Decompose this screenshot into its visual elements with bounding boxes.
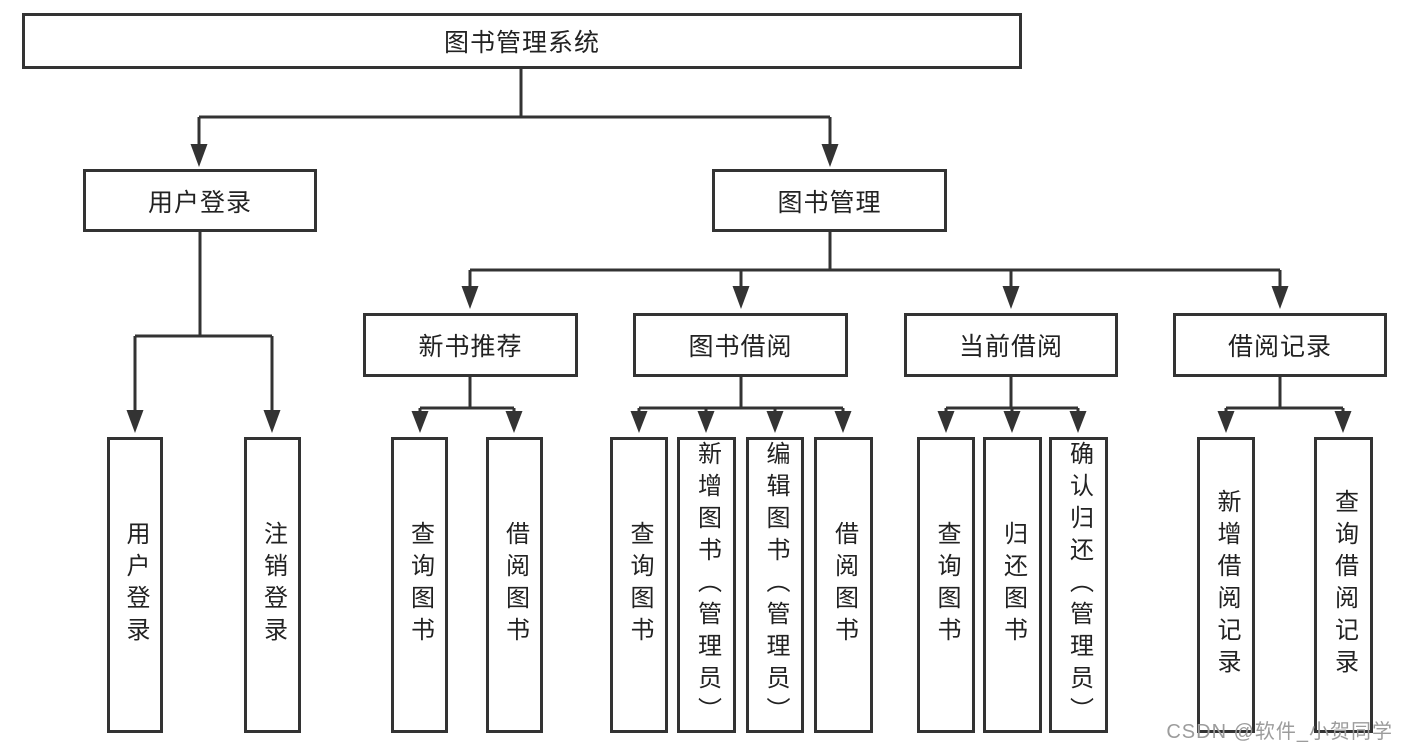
leaf-return-books-label: 归还图书 bbox=[999, 521, 1027, 649]
leaf-query-books-borrowing-label: 查询图书 bbox=[626, 521, 653, 649]
connector-borrow-records bbox=[1224, 377, 1345, 411]
leaf-edit-books-admin-label: 编辑图书（管理员） bbox=[762, 441, 789, 729]
arrowheads bbox=[126, 144, 1352, 433]
node-user-login-label: 用户登录 bbox=[147, 188, 252, 217]
leaf-confirm-return-admin: 确认归还（管理员） bbox=[1049, 437, 1108, 733]
node-user-login: 用户登录 bbox=[83, 169, 317, 232]
leaf-add-borrow-record-label: 新增借阅记录 bbox=[1213, 489, 1240, 681]
leaf-edit-books-admin: 编辑图书（管理员） bbox=[746, 437, 804, 733]
leaf-add-books-admin-label: 新增图书（管理员） bbox=[693, 441, 721, 729]
node-book-borrowing: 图书借阅 bbox=[633, 313, 848, 377]
node-new-book-recommend-label: 新书推荐 bbox=[418, 333, 523, 361]
connector-user-login-to-leaves bbox=[133, 232, 274, 410]
csdn-watermark: CSDN @软件_小贺同学 bbox=[1166, 721, 1393, 743]
node-book-borrowing-label: 图书借阅 bbox=[688, 333, 793, 361]
leaf-return-books: 归还图书 bbox=[983, 437, 1042, 733]
connector-current-borrowing bbox=[944, 377, 1080, 411]
leaf-confirm-return-admin-label: 确认归还（管理员） bbox=[1065, 441, 1093, 729]
connector-book-management-to-level3 bbox=[468, 232, 1282, 286]
leaf-query-books-current-label: 查询图书 bbox=[933, 521, 960, 649]
leaf-user-login-label: 用户登录 bbox=[122, 521, 149, 649]
node-current-borrowing-label: 当前借阅 bbox=[958, 333, 1063, 361]
leaf-borrow-books-label: 借阅图书 bbox=[830, 521, 858, 649]
connector-new-book-recommend bbox=[418, 377, 516, 411]
node-root-label: 图书管理系统 bbox=[443, 29, 600, 57]
leaf-add-borrow-record: 新增借阅记录 bbox=[1197, 437, 1255, 733]
leaf-add-books-admin: 新增图书（管理员） bbox=[677, 437, 736, 733]
leaf-query-books-recommend: 查询图书 bbox=[391, 437, 448, 733]
leaf-logout: 注销登录 bbox=[244, 437, 301, 733]
node-root: 图书管理系统 bbox=[22, 13, 1022, 69]
node-book-management-label: 图书管理 bbox=[777, 188, 882, 217]
leaf-user-login: 用户登录 bbox=[107, 437, 163, 733]
leaf-borrow-books: 借阅图书 bbox=[814, 437, 873, 733]
leaf-query-borrow-record-label: 查询借阅记录 bbox=[1330, 489, 1358, 681]
node-new-book-recommend: 新书推荐 bbox=[363, 313, 578, 377]
node-borrow-records: 借阅记录 bbox=[1173, 313, 1387, 377]
connector-root-to-level2 bbox=[197, 69, 832, 144]
leaf-query-books-recommend-label: 查询图书 bbox=[406, 521, 434, 649]
connector-book-borrowing bbox=[637, 377, 845, 411]
node-current-borrowing: 当前借阅 bbox=[904, 313, 1118, 377]
leaf-query-borrow-record: 查询借阅记录 bbox=[1314, 437, 1373, 733]
node-book-management: 图书管理 bbox=[712, 169, 947, 232]
leaf-logout-label: 注销登录 bbox=[259, 521, 287, 649]
leaf-query-books-borrowing: 查询图书 bbox=[610, 437, 668, 733]
leaf-query-books-current: 查询图书 bbox=[917, 437, 975, 733]
leaf-borrow-books-recommend-label: 借阅图书 bbox=[501, 521, 529, 649]
leaf-borrow-books-recommend: 借阅图书 bbox=[486, 437, 543, 733]
node-borrow-records-label: 借阅记录 bbox=[1227, 333, 1332, 361]
